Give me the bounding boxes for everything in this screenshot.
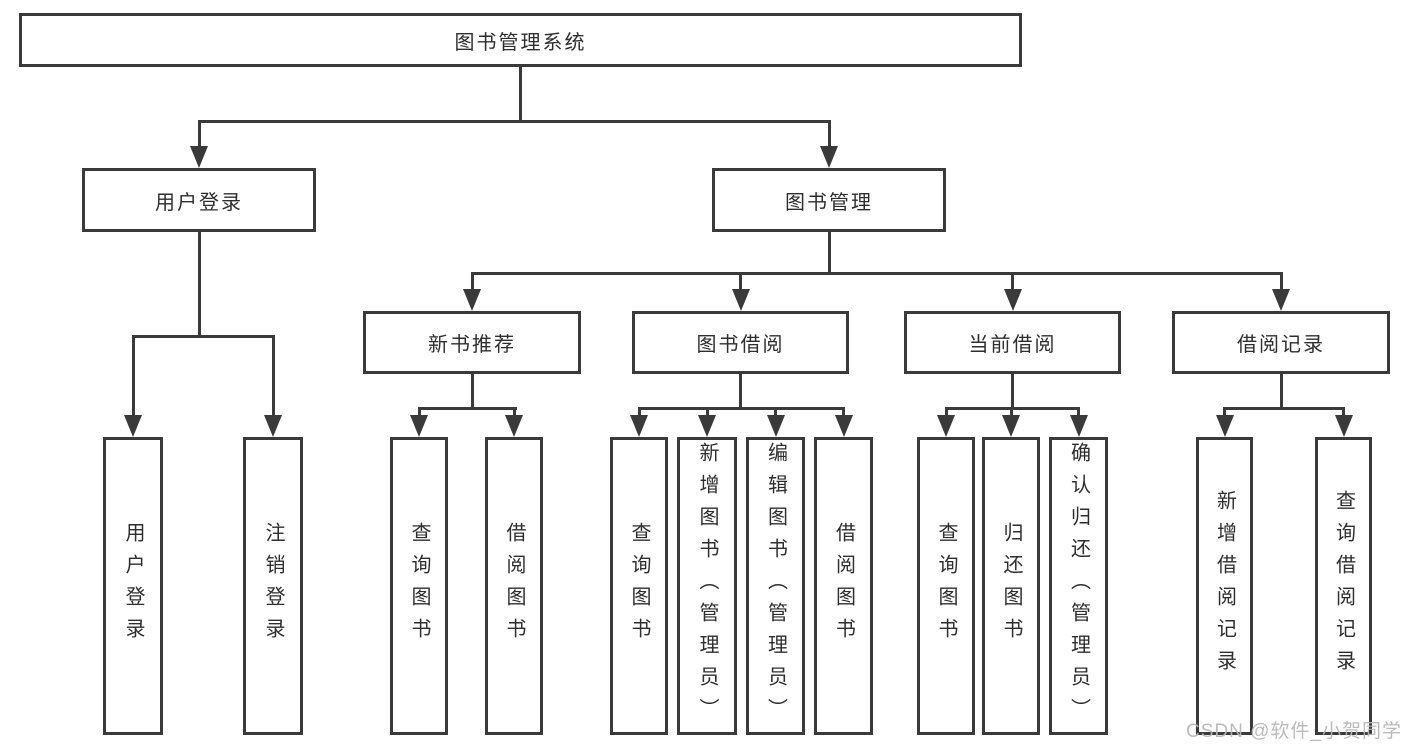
connector-line	[1077, 407, 1080, 419]
arrowhead	[1334, 415, 1353, 437]
leaf-query-books-recommend-label: 查询图书	[408, 522, 430, 650]
connector-line	[197, 120, 201, 148]
connector-line	[739, 374, 742, 407]
arrowhead	[1069, 415, 1088, 437]
leaf-return-books-label: 归还图书	[1000, 522, 1022, 650]
node-new-book-recommend-label: 新书推荐	[428, 334, 516, 356]
leaf-query-borrow-record: 查询借阅记录	[1315, 437, 1372, 735]
arrowhead	[1272, 289, 1290, 311]
arrowhead	[630, 415, 648, 437]
connector-line	[512, 407, 516, 419]
leaf-user-login-label: 用户登录	[122, 522, 144, 650]
node-current-borrow-label: 当前借阅	[968, 334, 1057, 356]
leaf-add-books-admin: 新增图书（管理员）	[677, 437, 737, 735]
arrowhead	[820, 146, 838, 168]
arrowhead	[1003, 289, 1022, 311]
connector-line	[271, 335, 275, 417]
node-user-login-label: 用户登录	[155, 191, 243, 214]
connector-line	[197, 232, 201, 335]
connector-line	[827, 232, 831, 272]
connector-line	[637, 407, 641, 419]
node-new-book-recommend: 新书推荐	[363, 311, 581, 374]
connector-line	[131, 335, 275, 338]
arrowhead	[190, 146, 208, 168]
leaf-borrow-books-recommend: 借阅图书	[485, 437, 543, 735]
node-book-borrow: 图书借阅	[632, 311, 849, 374]
connector-line	[1009, 407, 1013, 419]
connector-line	[470, 374, 474, 407]
csdn-watermark: CSDN @软件_小贺同学	[1186, 721, 1402, 742]
node-root: 图书管理系统	[19, 13, 1022, 67]
node-borrow-records-label: 借阅记录	[1237, 334, 1325, 356]
leaf-logout-label: 注销登录	[262, 522, 284, 650]
leaf-logout: 注销登录	[243, 437, 303, 735]
leaf-query-books-recommend: 查询图书	[390, 437, 448, 735]
node-book-borrow-label: 图书借阅	[696, 334, 785, 356]
node-root-label: 图书管理系统	[454, 31, 587, 54]
leaf-borrow-books-recommend-label: 借阅图书	[503, 522, 525, 650]
connector-line	[1279, 374, 1283, 407]
connector-line	[705, 407, 709, 419]
node-book-management: 图书管理	[712, 168, 946, 232]
connector-line	[944, 407, 948, 419]
arrowhead	[834, 415, 853, 437]
leaf-query-books-current-label: 查询图书	[935, 522, 957, 650]
leaf-user-login: 用户登录	[103, 437, 163, 735]
leaf-query-books-borrow: 查询图书	[610, 437, 668, 735]
connector-line	[1011, 272, 1014, 291]
connector-line	[197, 120, 831, 123]
connector-line	[1223, 407, 1345, 410]
connector-line	[739, 272, 742, 291]
connector-line	[470, 272, 474, 291]
connector-line	[774, 407, 777, 419]
arrowhead	[505, 415, 523, 437]
connector-line	[417, 407, 421, 419]
arrowhead	[410, 415, 428, 437]
arrowhead	[1002, 415, 1020, 437]
node-current-borrow: 当前借阅	[904, 311, 1121, 374]
connector-line	[637, 407, 845, 410]
leaf-query-books-current: 查询图书	[917, 437, 975, 735]
arrowhead	[937, 415, 955, 437]
leaf-borrow-books: 借阅图书	[814, 437, 873, 735]
connector-line	[471, 272, 1283, 275]
connector-line	[842, 407, 845, 419]
node-book-management-label: 图书管理	[785, 191, 873, 214]
leaf-query-books-borrow-label: 查询图书	[628, 522, 650, 650]
node-borrow-records: 借阅记录	[1172, 311, 1390, 374]
leaf-confirm-return-admin: 确认归还（管理员）	[1049, 437, 1108, 735]
arrowhead	[124, 415, 142, 437]
connector-line	[1279, 272, 1283, 291]
leaf-add-books-admin-label: 新增图书（管理员）	[696, 442, 718, 730]
arrowhead	[264, 415, 282, 437]
connector-line	[1011, 374, 1014, 407]
leaf-return-books: 归还图书	[982, 437, 1040, 735]
arrowhead	[766, 415, 785, 437]
connector-line	[417, 407, 517, 410]
leaf-add-borrow-record-label: 新增借阅记录	[1213, 490, 1236, 682]
connector-line	[1223, 407, 1226, 419]
leaf-query-borrow-record-label: 查询借阅记录	[1332, 490, 1355, 682]
connector-line	[131, 335, 135, 417]
arrowhead	[463, 289, 481, 311]
leaf-edit-books-admin: 编辑图书（管理员）	[746, 437, 805, 735]
arrowhead	[731, 289, 750, 311]
leaf-borrow-books-label: 借阅图书	[832, 522, 855, 650]
arrowhead	[698, 415, 716, 437]
connector-line	[518, 67, 522, 120]
node-user-login: 用户登录	[82, 168, 316, 232]
connector-line	[1342, 407, 1345, 419]
leaf-edit-books-admin-label: 编辑图书（管理员）	[764, 442, 787, 730]
arrowhead	[1215, 415, 1234, 437]
leaf-add-borrow-record: 新增借阅记录	[1196, 437, 1253, 735]
connector-line	[827, 120, 831, 148]
leaf-confirm-return-admin-label: 确认归还（管理员）	[1067, 442, 1090, 730]
